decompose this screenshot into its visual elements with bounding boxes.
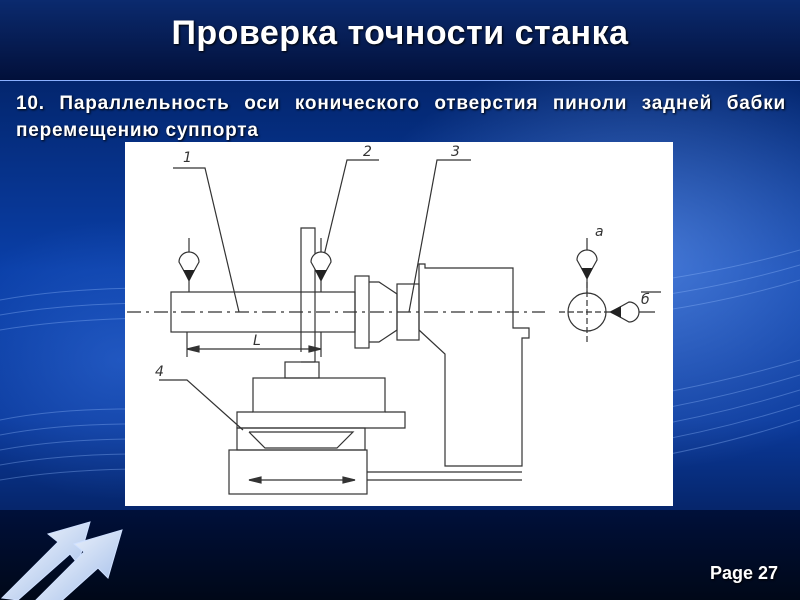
footer-bar	[0, 510, 800, 600]
cross-slide-base	[236, 411, 406, 429]
quill-flange	[354, 275, 370, 349]
double-arrow-logo-icon	[0, 521, 123, 600]
dial-indicator-icon	[310, 238, 332, 292]
leader-1	[173, 167, 240, 313]
leader-2	[320, 159, 379, 269]
technical-drawing: 1 2 3 4 L а б	[125, 142, 673, 506]
leader-3	[408, 159, 471, 313]
carriage-post	[300, 227, 316, 362]
leader-4	[159, 379, 244, 431]
dial-indicator-icon	[178, 238, 200, 292]
callout-3: 3	[451, 144, 460, 160]
section-view	[559, 238, 661, 342]
tailstock-alignment-diagram: 1 2 3 4 L а б	[127, 144, 661, 495]
callout-4: 4	[155, 364, 164, 380]
callout-2: 2	[363, 144, 372, 160]
tailstock-body	[418, 263, 530, 467]
callout-1: 1	[183, 150, 192, 166]
view-label-b: б	[641, 292, 650, 308]
slide-title: Проверка точности станка	[171, 14, 629, 52]
carriage-saddle	[228, 449, 368, 495]
support-top-block	[284, 361, 320, 379]
support-slide	[252, 377, 386, 413]
dovetail-guide	[248, 431, 355, 449]
view-label-a: а	[595, 224, 604, 240]
slide-subtitle: 10. Параллельность оси конического отвер…	[16, 93, 786, 141]
page-number: Page 27	[709, 563, 778, 583]
dimension-label: L	[253, 333, 261, 349]
title-bar: Проверка точности станка	[0, 0, 800, 81]
